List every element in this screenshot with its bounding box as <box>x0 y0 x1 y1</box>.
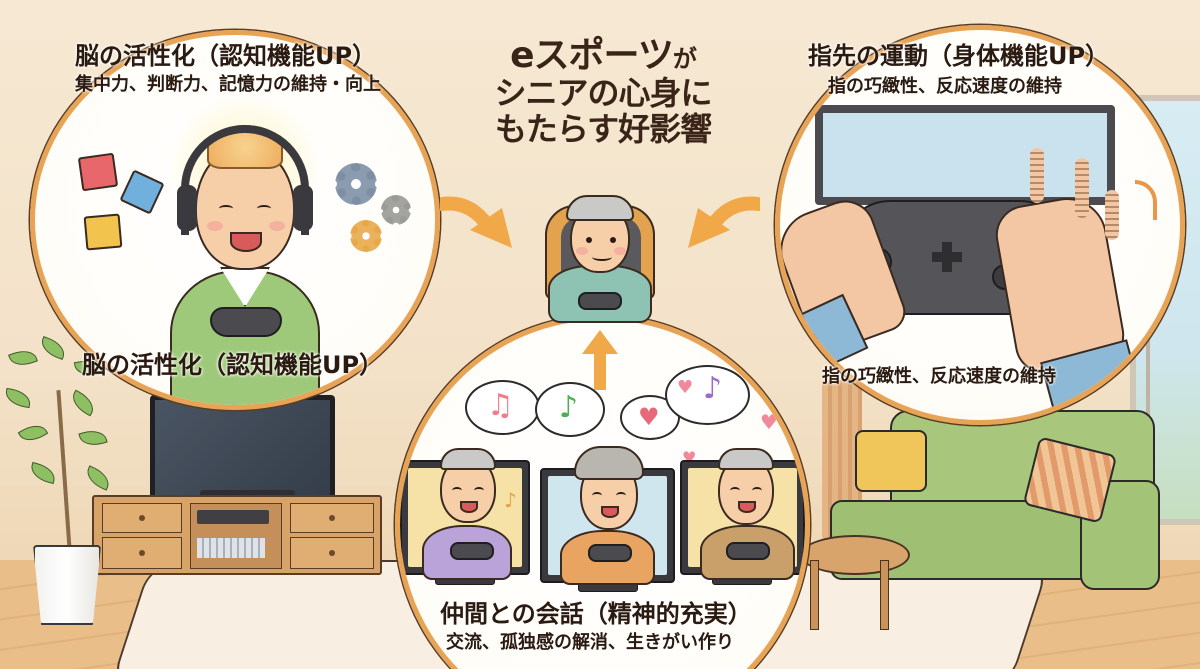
gamepad-icon <box>210 307 282 337</box>
spring-finger-icon <box>1075 158 1089 218</box>
monitor-icon <box>815 105 1115 205</box>
headline-line3: もたらす好影響 <box>494 110 712 149</box>
brain-panel-subtitle: 集中力、判断力、記憶力の維持・向上 <box>75 74 381 95</box>
brain-panel-title: 脳の活性化（認知機能UP） <box>75 42 377 70</box>
puzzle-piece-blue-icon <box>119 169 165 215</box>
gamepad-icon <box>588 544 632 562</box>
headline-line2: シニアの心身に <box>494 74 712 113</box>
headline-line1-particle: が <box>672 45 697 73</box>
gamepad-icon <box>450 542 494 560</box>
arrow-left-icon <box>688 196 760 248</box>
center-senior-gamer <box>540 195 660 325</box>
participant-hair <box>574 446 644 480</box>
television <box>150 395 335 505</box>
music-note-icon: ♪ <box>504 488 517 512</box>
heart-icon: ♥ <box>760 410 778 434</box>
drawer <box>102 537 182 569</box>
gear-icon <box>335 163 377 205</box>
arrow-right-icon <box>440 196 512 248</box>
puzzle-piece-yellow-icon <box>83 213 123 251</box>
game-console <box>197 510 269 524</box>
finger-panel-caption: 指の巧緻性、反応速度の維持 <box>822 366 1056 387</box>
participant-hair <box>440 448 496 470</box>
speech-bubble: ♥ ♪ <box>665 365 750 425</box>
plant-pot <box>33 545 101 625</box>
drawer <box>290 503 374 533</box>
panel-finger-exercise <box>775 25 1185 425</box>
gear-icon <box>381 195 411 225</box>
speech-bubble: ♫ <box>465 380 540 435</box>
finger-panel-title: 指先の運動（身体機能UP） <box>808 42 1110 70</box>
headline-line1-main: eスポーツ <box>510 35 674 76</box>
headset-earcup <box>177 185 197 231</box>
table-leg <box>810 560 819 630</box>
headset-icon <box>181 125 309 235</box>
open-shelf <box>190 503 282 569</box>
social-panel-subtitle: 交流、孤独感の解消、生きがい作り <box>446 632 734 653</box>
panel-brain-activation <box>30 30 440 410</box>
puzzle-piece-red-icon <box>77 152 119 192</box>
headset-earcup <box>293 185 313 231</box>
game-cases <box>197 538 265 558</box>
finger-panel-subtitle: 指の巧緻性、反応速度の維持 <box>828 76 1062 97</box>
social-panel-title: 仲間との会話（精神的充実） <box>440 600 752 628</box>
drawer <box>102 503 182 533</box>
gear-icon <box>350 220 382 252</box>
center-hair <box>566 195 634 221</box>
drawer <box>290 537 374 569</box>
spring-finger-icon <box>1030 148 1044 203</box>
speech-bubble: ♪ <box>535 382 605 437</box>
music-note-icon: ♪ <box>559 390 579 425</box>
motion-arrow-icon <box>1135 180 1157 220</box>
spring-finger-icon <box>1105 190 1119 240</box>
headline: eスポーツが シニアの心身に もたらす好影響 <box>478 35 728 149</box>
tv-cabinet <box>92 495 382 575</box>
brain-panel-caption: 脳の活性化（認知機能UP） <box>82 351 384 379</box>
heart-icon: ♥ <box>677 377 694 398</box>
music-note-icon: ♪ <box>703 371 723 406</box>
participant-hair <box>718 448 774 470</box>
yellow-pillow <box>855 430 927 492</box>
gamepad-icon <box>578 292 622 310</box>
arrow-up-icon <box>582 330 618 390</box>
music-note-icon: ♫ <box>487 388 514 423</box>
heart-icon: ♥ <box>638 403 660 431</box>
table-leg <box>880 560 889 630</box>
gamepad-icon <box>726 542 770 560</box>
